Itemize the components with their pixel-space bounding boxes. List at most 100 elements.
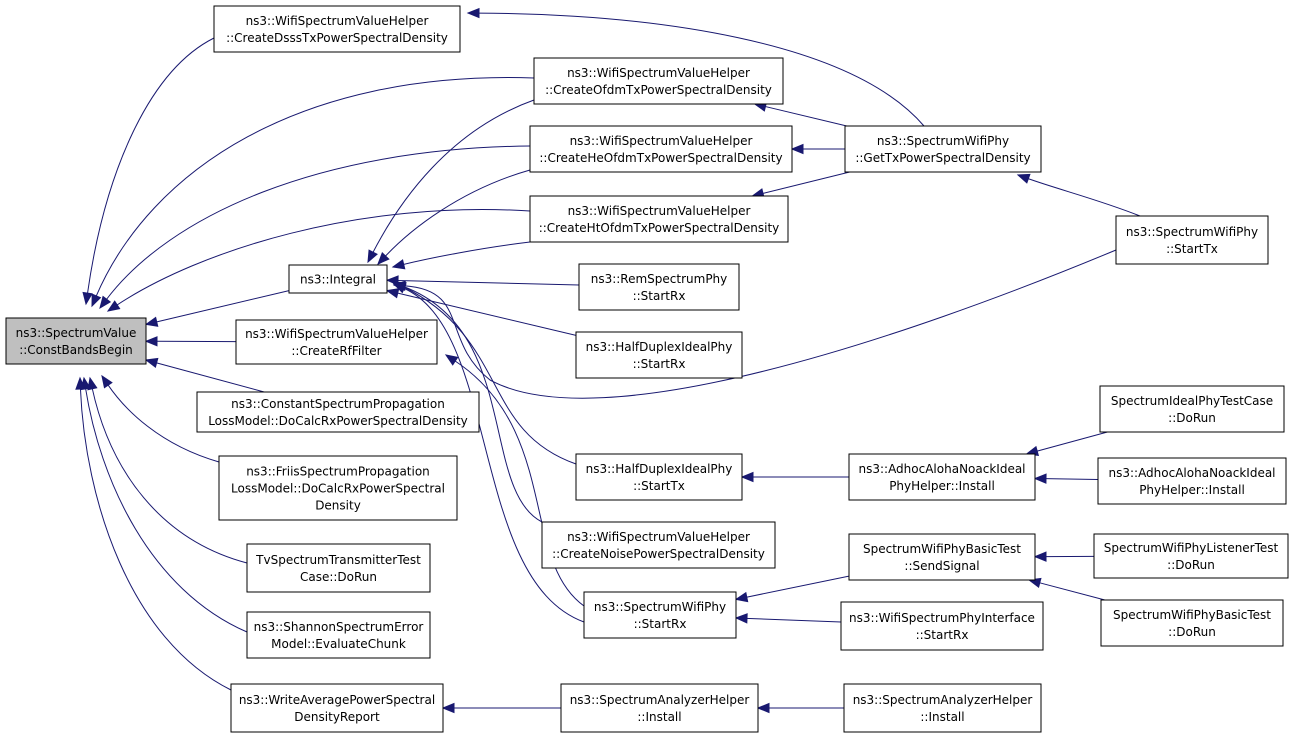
node-box[interactable] [1115,215,1269,265]
edge-arrowhead [734,613,748,624]
edge-dsss-to-csv [82,37,215,306]
node-label-line: SpectrumWifiPhyListenerTest [1104,541,1279,555]
edge-line [745,575,850,598]
node-sah[interactable]: ns3::SpectrumAnalyzerHelper::Install [560,683,759,733]
edge-wspi-to-swrx [734,613,842,624]
edge-arrowhead [101,374,113,389]
edge-line [454,360,585,607]
node-box[interactable] [1093,533,1289,579]
node-adhoc2[interactable]: ns3::AdhocAlohaNoackIdealPhyHelper::Inst… [1097,457,1287,505]
node-box[interactable] [288,264,388,294]
node-box[interactable] [560,683,759,733]
node-swrx[interactable]: ns3::SpectrumWifiPhy::StartRx [583,591,737,639]
node-box[interactable] [575,453,743,501]
node-box[interactable] [583,591,737,639]
node-hdrx[interactable]: ns3::HalfDuplexIdealPhy::StartRx [575,331,743,379]
edge-line [477,12,925,127]
node-label-line: ::Install [920,710,964,724]
node-friis[interactable]: ns3::FriisSpectrumPropagationLossModel::… [218,455,458,521]
node-label-line: PhyHelper::Install [889,479,995,493]
edge-line [105,145,531,301]
node-noise[interactable]: ns3::WifiSpectrumValueHelper::CreateNois… [541,521,776,569]
node-adhoc[interactable]: ns3::AdhocAlohaNoackIdealPhyHelper::Inst… [848,453,1036,501]
node-heofdm[interactable]: ns3::WifiSpectrumValueHelper::CreateHeOf… [529,125,793,173]
node-label-line: ns3::WifiSpectrumValueHelper [567,66,750,80]
edge-arrowhead [466,7,480,19]
node-hdtx[interactable]: ns3::HalfDuplexIdealPhy::StartTx [575,453,743,501]
node-swpbt[interactable]: SpectrumWifiPhyBasicTest::DoRun [1100,599,1284,647]
node-box[interactable] [844,125,1042,173]
node-box[interactable] [848,453,1036,501]
node-sah2[interactable]: ns3::SpectrumAnalyzerHelper::Install [843,683,1042,733]
node-sipt[interactable]: SpectrumIdealPhyTestCase::DoRun [1099,385,1285,433]
edge-arrowhead [441,702,455,714]
node-htofdm[interactable]: ns3::WifiSpectrumValueHelper::CreateHtOf… [529,195,789,243]
node-box[interactable] [1097,457,1287,505]
node-box[interactable] [578,263,740,311]
node-label-line: ns3::WifiSpectrumValueHelper [245,327,428,341]
node-label-line: SpectrumIdealPhyTestCase [1111,394,1273,408]
node-box[interactable] [213,5,461,53]
node-label-line: ns3::WifiSpectrumValueHelper [568,204,751,218]
node-box[interactable] [843,683,1042,733]
node-gettx[interactable]: ns3::SpectrumWifiPhy::GetTxPowerSpectral… [844,125,1042,173]
node-label-line: ::ConstBandsBegin [19,343,133,357]
node-dsss[interactable]: ns3::WifiSpectrumValueHelper::CreateDsss… [213,5,461,53]
node-box[interactable] [230,683,444,733]
node-box[interactable] [235,319,438,365]
node-box[interactable] [218,455,458,521]
edge-ofdm-to-integral [367,99,535,264]
node-box[interactable] [541,521,776,569]
edge-tvst-to-csv [87,376,248,564]
edge-gettx-to-htofdm [751,171,850,199]
node-label-line: SpectrumWifiPhyBasicTest [1113,608,1271,622]
node-box[interactable] [246,611,431,659]
node-csv: ns3::SpectrumValue::ConstBandsBegin [5,317,147,365]
edge-gettx-to-heofdm [790,143,845,155]
node-box[interactable] [840,601,1044,651]
node-rem[interactable]: ns3::RemSpectrumPhy::StartRx [578,263,740,311]
node-label-line: ::SendSignal [904,559,979,573]
node-box[interactable] [1099,385,1285,433]
edge-arrowhead [444,354,459,366]
node-sendsig[interactable]: SpectrumWifiPhyBasicTest::SendSignal [848,533,1036,581]
node-label-line: ::StartTx [633,479,685,493]
node-box[interactable] [575,331,743,379]
node-integral[interactable]: ns3::Integral [288,264,388,294]
node-box[interactable] [1100,599,1284,647]
edge-adhoc2-to-adhoc [1033,473,1099,484]
node-box[interactable] [529,195,789,243]
node-rf[interactable]: ns3::WifiSpectrumValueHelper::CreateRfFi… [235,319,438,365]
node-shannon[interactable]: ns3::ShannonSpectrumErrorModel::Evaluate… [246,611,431,659]
node-ofdm[interactable]: ns3::WifiSpectrumValueHelper::CreateOfdm… [533,57,784,105]
node-box[interactable] [529,125,793,173]
node-label-line: ns3::AdhocAlohaNoackIdeal [858,462,1025,476]
node-label-line: TvSpectrumTransmitterTest [255,553,421,567]
edge-line [761,171,850,195]
node-starttx[interactable]: ns3::SpectrumWifiPhy::StartTx [1115,215,1269,265]
node-box[interactable] [196,391,480,433]
node-box[interactable] [533,57,784,105]
node-label-line: ::StartRx [634,617,687,631]
node-label-line: ::StartRx [633,289,686,303]
node-label-line: ns3::ConstantSpectrumPropagation [231,397,445,411]
node-label-line: ::CreateDsssTxPowerSpectralDensity [226,31,448,45]
node-swplt[interactable]: SpectrumWifiPhyListenerTest::DoRun [1093,533,1289,579]
edge-line [384,169,531,258]
edge-arrowhead [144,336,158,347]
node-cspl[interactable]: ns3::ConstantSpectrumPropagationLossMode… [196,391,480,433]
node-label-line: ns3::RemSpectrumPhy [591,272,728,286]
node-wspi[interactable]: ns3::WifiSpectrumPhyInterface::StartRx [840,601,1044,651]
node-box[interactable] [848,533,1036,581]
edge-htofdm-to-csv [106,208,531,312]
edge-arrowhead [144,357,159,369]
node-box[interactable] [246,543,431,593]
edge-integral-to-csv [144,290,290,327]
node-wapsd[interactable]: ns3::WriteAveragePowerSpectralDensityRep… [230,683,444,733]
edge-line [403,249,1117,399]
edge-ofdm-to-csv [91,77,535,308]
edge-line [155,290,290,323]
edge-sah-to-wapsd [441,702,561,714]
node-label-line: PhyHelper::Install [1139,483,1245,497]
